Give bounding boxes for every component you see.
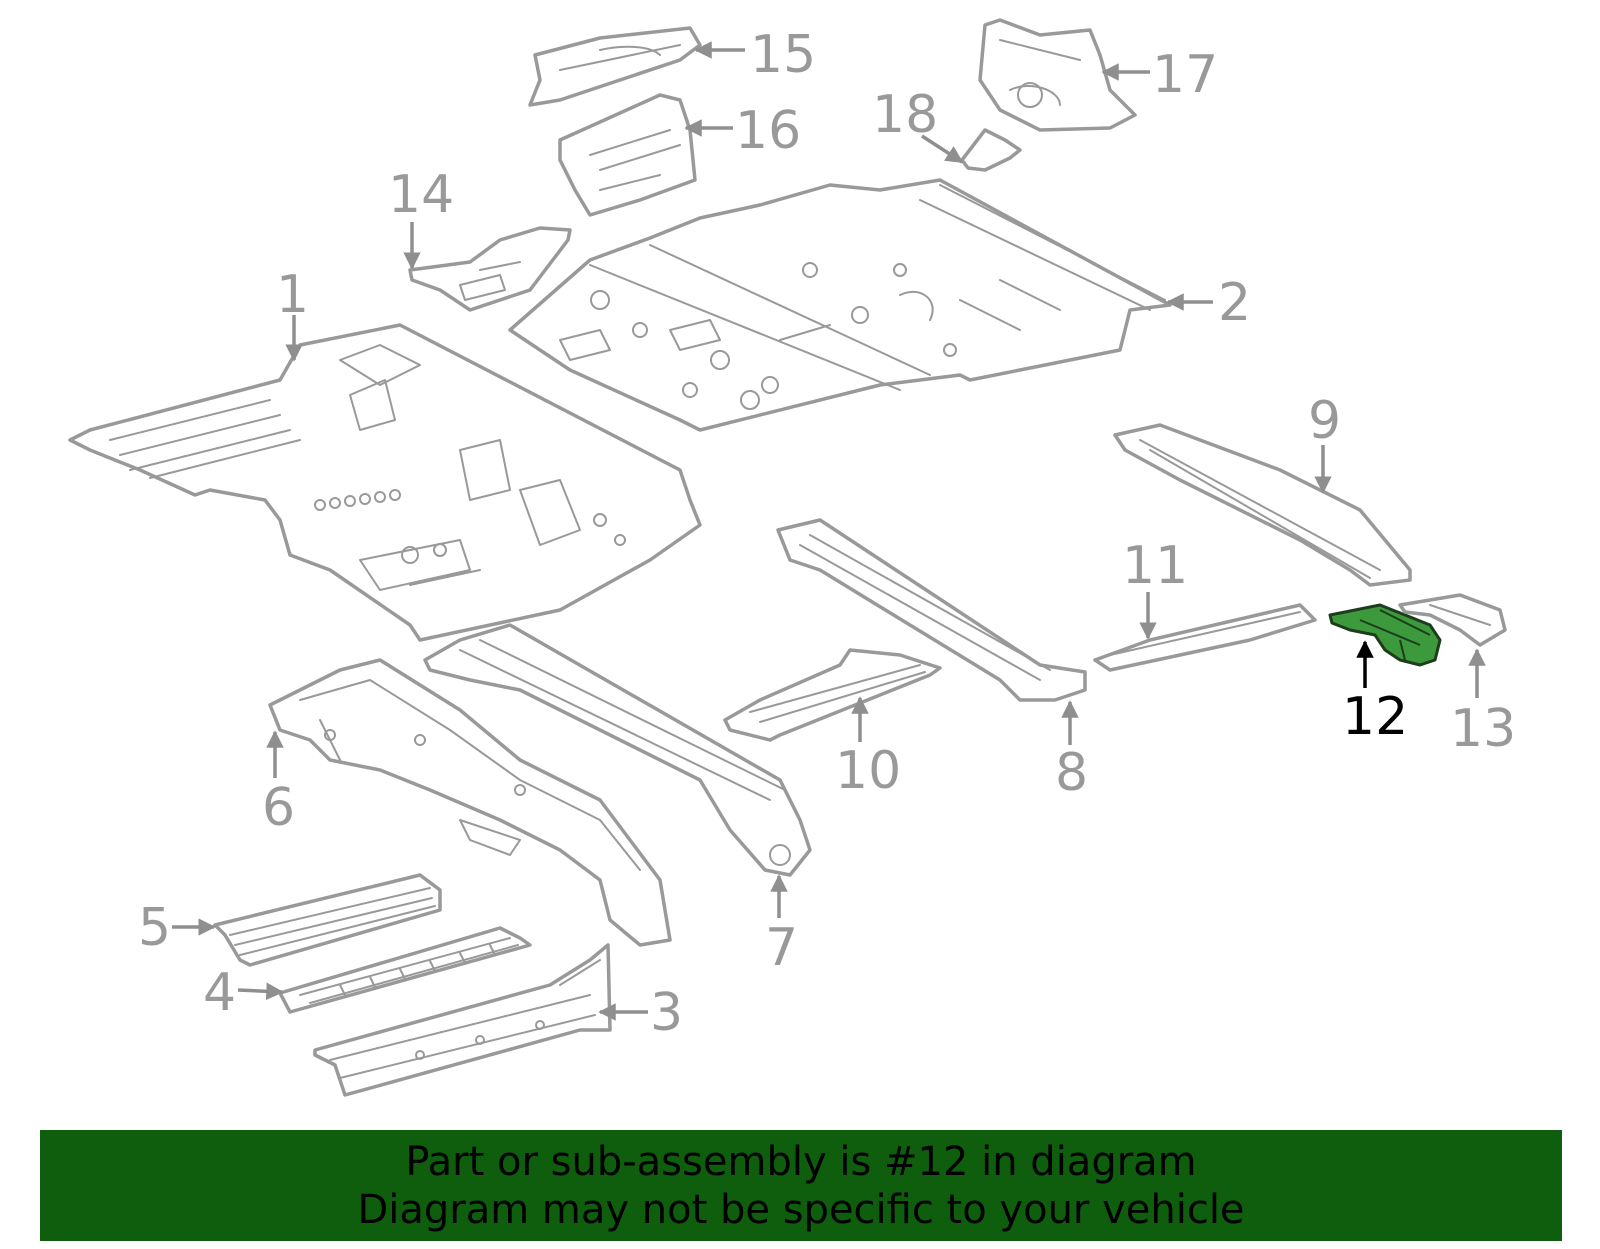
part-12-highlighted	[1328, 603, 1442, 667]
callout-4: 4	[203, 963, 236, 1023]
callout-10: 10	[835, 741, 901, 801]
callout-18: 18	[872, 85, 938, 145]
part-13-rear-bracket	[1398, 593, 1507, 647]
part-14-wheelhouse-panel	[408, 226, 572, 312]
callout-12: 12	[1342, 687, 1408, 747]
part-9-rear-cross-member	[1113, 423, 1412, 587]
part-15-upper-panel	[528, 26, 702, 107]
callout-6: 6	[262, 778, 295, 838]
part-16-inner-panel	[558, 93, 697, 217]
callout-8: 8	[1055, 743, 1088, 803]
info-banner: Part or sub-assembly is #12 in diagram D…	[40, 1130, 1562, 1241]
callout-16: 16	[735, 101, 801, 161]
part-3-rocker-panel	[313, 943, 612, 1097]
part-18-small-bracket	[960, 128, 1022, 172]
callout-15: 15	[750, 25, 816, 85]
callout-5: 5	[138, 898, 171, 958]
callout-7: 7	[765, 918, 798, 978]
part-10-bracket	[723, 648, 942, 742]
callout-3: 3	[650, 983, 683, 1043]
part-6-floor-side-member	[268, 658, 672, 947]
part-17-quarter-extension	[978, 18, 1137, 132]
callout-17: 17	[1152, 45, 1218, 105]
callout-11: 11	[1122, 536, 1188, 596]
part-1-front-floor-pan	[68, 323, 702, 642]
part-5-sill-plate	[213, 873, 442, 967]
callout-labels: 1 2 3 4 5 6 7 8 9 10 11 12 13 14 15 16 1…	[138, 25, 1516, 1043]
callout-13: 13	[1450, 699, 1516, 759]
part-4-sill-reinforcement	[278, 926, 532, 1014]
parts-diagram: 1 2 3 4 5 6 7 8 9 10 11 12 13 14 15 16 1…	[68, 18, 1516, 1097]
callout-9: 9	[1308, 391, 1341, 451]
leader-lines	[172, 41, 1486, 1021]
part-11-rear-side-member	[1093, 603, 1317, 672]
banner-line-2: Diagram may not be specific to your vehi…	[357, 1186, 1245, 1233]
part-8-cross-member	[776, 518, 1087, 702]
callout-2: 2	[1218, 273, 1251, 333]
callout-14: 14	[388, 165, 454, 225]
part-2-rear-floor-pan	[508, 178, 1172, 432]
callout-1: 1	[276, 265, 309, 325]
part-7-tunnel-member	[423, 623, 812, 877]
banner-line-1: Part or sub-assembly is #12 in diagram	[405, 1138, 1197, 1185]
